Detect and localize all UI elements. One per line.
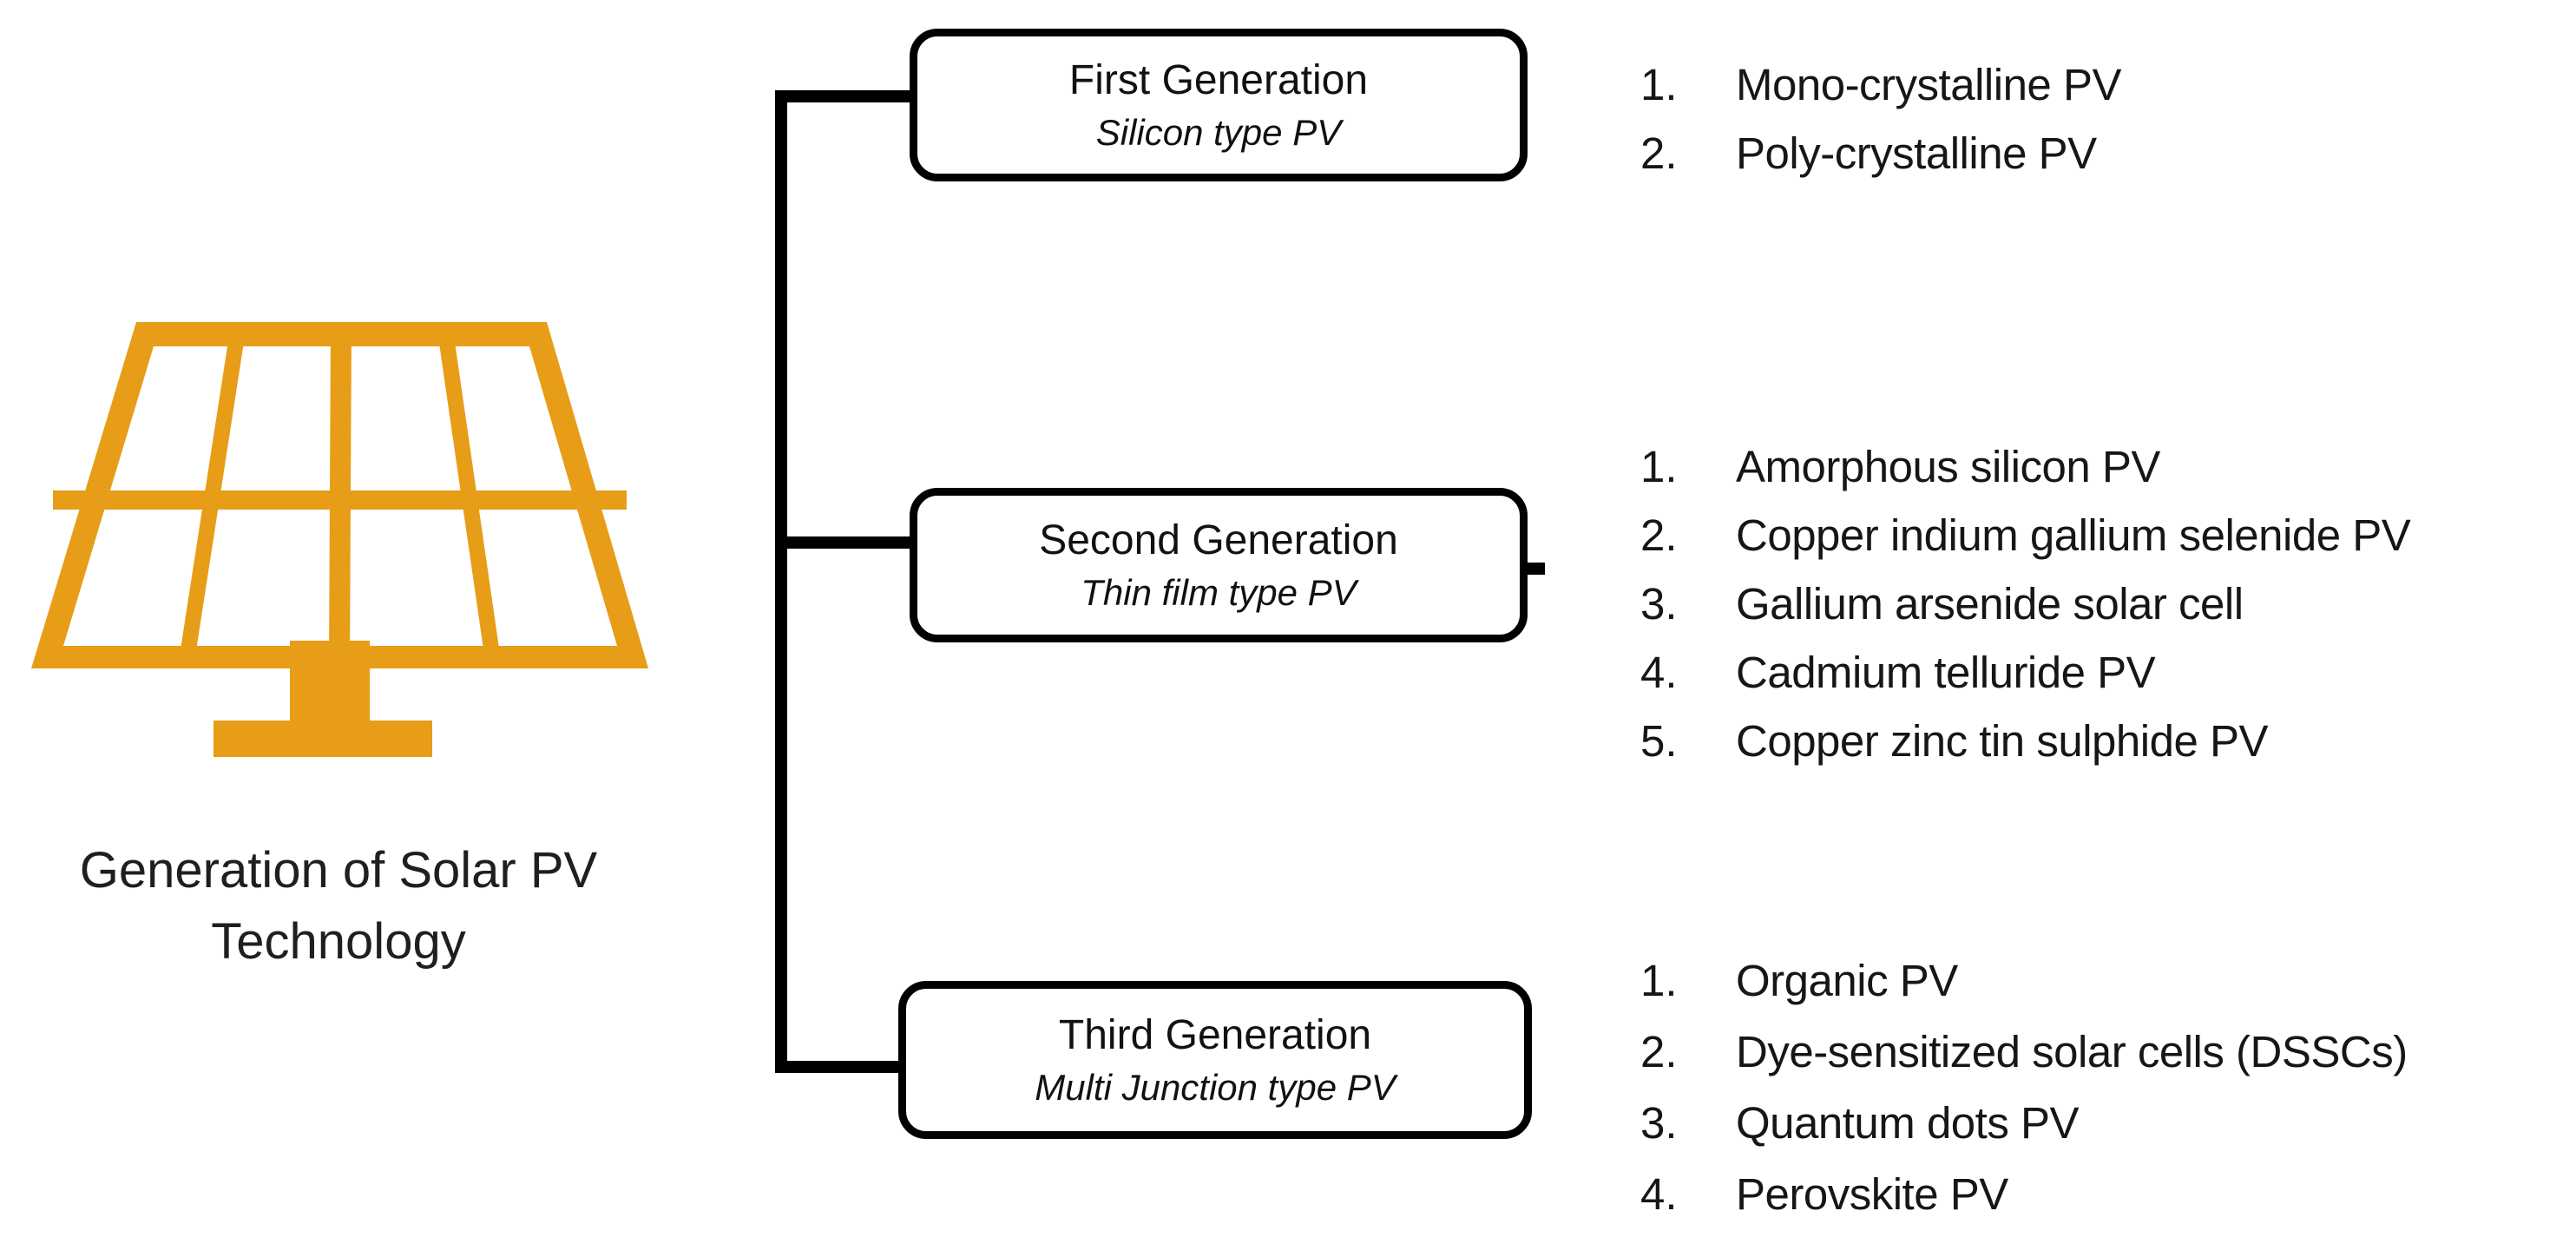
list-item-number: 3. [1640,1097,1678,1148]
list-item-text: Amorphous silicon PV [1736,442,2160,491]
list-item-text: Copper indium gallium selenide PV [1736,510,2411,560]
diagram-caption: Generation of Solar PV Technology [35,835,642,977]
list-item-number: 4. [1640,648,1678,697]
list-item-text: Cadmium telluride PV [1736,648,2156,697]
list-item-number: 3. [1640,579,1678,629]
list-item-number: 2. [1640,510,1678,560]
caption-line-1: Generation of Solar PV [79,842,598,898]
list-item-number: 2. [1640,1026,1678,1076]
list-item: 1. Mono-crystalline PV [1640,50,2122,119]
list-item-number: 2. [1640,128,1678,178]
list-item-text: Gallium arsenide solar cell [1736,579,2244,629]
list-item: 2. Poly-crystalline PV [1640,119,2121,188]
solar-panel-icon [31,322,648,757]
list-item-text: Poly-crystalline PV [1736,128,2097,178]
generation-box-first: First Generation Silicon type PV [910,29,1528,181]
list-item-text: Organic PV [1736,955,1958,1005]
generation-box-second-title: Second Generation [1039,517,1398,564]
pv-list-first-generation: 1. Mono-crystalline PV 2. Poly-crystalli… [1640,50,2122,188]
list-item-text: Copper zinc tin sulphide PV [1736,716,2269,766]
bracket-vertical-line [775,90,787,1073]
list-item-text: Mono-crystalline PV [1736,60,2122,109]
pv-list-third-generation: 1. Organic PV 2. Dye-sensitized solar ce… [1640,945,2408,1229]
caption-line-2: Technology [211,913,466,970]
list-item-number: 4. [1640,1168,1678,1219]
list-item: 1. Amorphous silicon PV [1640,432,2410,501]
list-item: 1. Organic PV [1640,945,2408,1016]
list-item-text: Perovskite PV [1736,1168,2008,1219]
list-item-number: 1. [1640,60,1678,109]
generation-box-third-title: Third Generation [1058,1012,1372,1059]
list-item: 3. Gallium arsenide solar cell [1640,569,2410,638]
list-item-number: 1. [1640,442,1678,491]
list-item: 4. Cadmium telluride PV [1640,638,2410,707]
generation-box-second: Second Generation Thin film type PV [910,488,1528,642]
bracket-branch-second [775,536,916,549]
generation-box-first-subtitle: Silicon type PV [1095,111,1342,153]
list-item: 5. Copper zinc tin sulphide PV [1640,707,2410,775]
bracket-branch-first [775,90,916,102]
generation-box-third: Third Generation Multi Junction type PV [898,981,1532,1139]
connector-stub [1526,563,1545,575]
generation-box-first-title: First Generation [1068,57,1369,104]
pv-list-second-generation: 1. Amorphous silicon PV 2. Copper indium… [1640,432,2411,775]
list-item-text: Dye-sensitized solar cells (DSSCs) [1736,1026,2408,1076]
list-item: 2. Dye-sensitized solar cells (DSSCs) [1640,1016,2408,1087]
bracket-branch-third [775,1061,912,1073]
list-item-number: 5. [1640,716,1678,766]
list-item: 2. Copper indium gallium selenide PV [1640,501,2411,569]
list-item-text: Quantum dots PV [1736,1097,2080,1148]
list-item: 3. Quantum dots PV [1640,1087,2408,1158]
list-item-number: 1. [1640,955,1678,1005]
generation-box-second-subtitle: Thin film type PV [1081,571,1357,613]
generation-box-third-subtitle: Multi Junction type PV [1035,1066,1396,1108]
list-item: 4. Perovskite PV [1640,1158,2408,1229]
